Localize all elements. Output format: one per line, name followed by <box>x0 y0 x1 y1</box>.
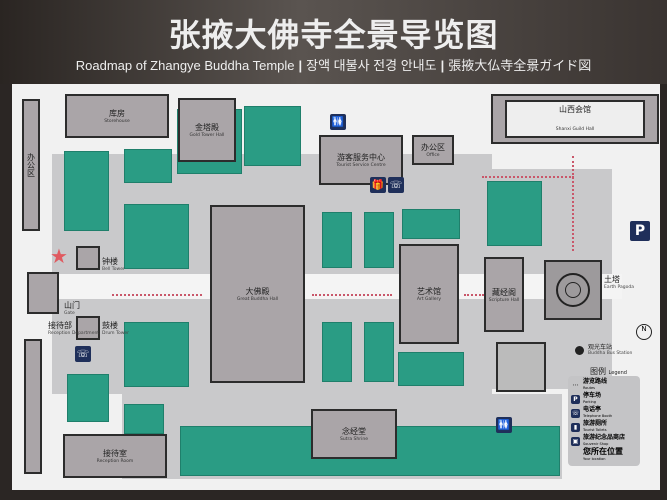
label: 接待室 <box>103 449 127 458</box>
lawn <box>124 149 172 183</box>
building-west-wing <box>24 339 42 474</box>
label-en: Gold Tower Hall <box>189 133 225 138</box>
page-title: 张掖大佛寺全景导览图 <box>168 16 499 54</box>
subtitle-ja: 張掖大仏寺全景ガイド図 <box>448 58 592 73</box>
telephone-icon[interactable]: ☏ <box>388 177 404 193</box>
building-bell-tower[interactable] <box>76 246 100 270</box>
route-line <box>464 294 484 296</box>
toilet-icon[interactable]: 🚻 <box>330 114 346 130</box>
telephone-icon[interactable]: ☏ <box>75 346 91 362</box>
lawn <box>364 322 394 382</box>
building-drum-tower[interactable] <box>76 316 100 340</box>
subtitle-ko: 장액 대불사 전경 안내도 <box>306 58 437 73</box>
label: 念经堂 <box>342 427 366 436</box>
toilet-icon[interactable]: 🚻 <box>496 417 512 433</box>
label: 山西会馆 <box>559 105 591 114</box>
label-en: Shanxi Guild Hall <box>555 127 595 132</box>
label: 艺术馆 <box>417 287 441 296</box>
lawn <box>124 404 164 434</box>
parking-icon: P <box>571 394 580 404</box>
building-earth-pagoda[interactable] <box>544 260 602 320</box>
label: 办公区 <box>421 143 445 152</box>
lawn <box>124 322 189 387</box>
subtitle-en: Roadmap of Zhangye Buddha Temple <box>75 58 295 73</box>
compass-icon: N <box>636 324 652 340</box>
route-line <box>482 176 574 178</box>
you-are-here-star-icon: ★ <box>50 244 68 268</box>
route-line <box>312 294 392 296</box>
building-shanxi-guild-hall[interactable]: 山西会馆 Shanxi Guild Hall <box>491 94 659 144</box>
building-gate[interactable] <box>27 272 59 314</box>
label: 游客服务中心 <box>337 153 385 162</box>
label-en: Tourist Service Centre <box>336 163 386 168</box>
lawn <box>364 212 394 268</box>
label: 藏经阁 <box>492 287 516 297</box>
label-en: Reception Room <box>96 459 134 464</box>
label-en: Scripture Hall <box>488 297 520 303</box>
gift-icon: ▣ <box>571 436 580 446</box>
gift-icon[interactable]: 🎁 <box>370 177 386 193</box>
label-en: Storehouse <box>104 119 130 124</box>
toilet-icon: ▮ <box>571 422 580 432</box>
lawn <box>398 352 464 386</box>
pagoda-circle <box>556 273 590 307</box>
lawn <box>244 106 301 166</box>
label: 库房 <box>109 109 125 118</box>
lawn <box>67 374 109 422</box>
telephone-icon: ☏ <box>571 408 580 418</box>
route-line <box>572 156 574 251</box>
building-bus-station <box>496 342 546 392</box>
route-icon: ⋯ <box>572 381 579 389</box>
label: 大佛殿 <box>245 287 270 296</box>
header: 张掖大佛寺全景导览图 Roadmap of Zhangye Buddha Tem… <box>0 0 667 84</box>
route-line <box>112 294 202 296</box>
lawn <box>322 322 352 382</box>
subtitle: Roadmap of Zhangye Buddha Temple|장액 대불사 … <box>75 58 592 73</box>
bus-stop-icon <box>575 346 584 355</box>
label-en: Great Buddha Hall <box>236 297 279 302</box>
label-en: Sutra Shrine <box>340 437 368 442</box>
label: 金塔殿 <box>195 123 219 132</box>
lawn <box>402 209 460 239</box>
label-en: Office <box>426 153 440 158</box>
legend-title: 图例 Legend <box>590 367 627 376</box>
lawn <box>487 181 542 246</box>
label: 办公区 <box>26 153 36 177</box>
building-office-left[interactable]: 办公区 <box>22 99 40 231</box>
lawn <box>124 204 189 269</box>
lawn <box>64 151 109 231</box>
parking-icon[interactable]: P <box>630 221 650 241</box>
label-en: Art Gallery <box>416 297 442 302</box>
lawn <box>322 212 352 268</box>
compass-north: N <box>641 325 647 333</box>
